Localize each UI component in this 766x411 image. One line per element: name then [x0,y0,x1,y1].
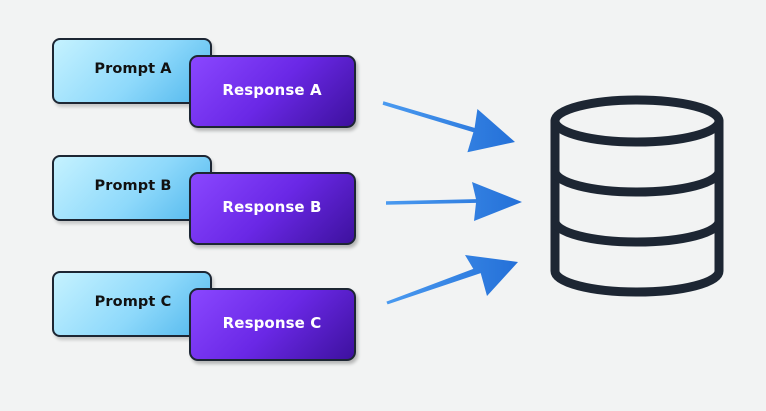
arrow-icon-a [382,101,515,153]
response-label-c: Response C [222,314,322,332]
pair-b: Prompt B Response B [52,155,356,245]
prompt-label-c: Prompt C [94,294,172,310]
prompt-label-b: Prompt B [94,178,172,194]
response-label-a: Response A [222,81,322,99]
database-icon [550,95,724,297]
arrow-icon-c [386,255,518,305]
response-box-a: Response A [189,55,356,128]
prompt-box-c: Prompt C [52,271,212,337]
prompt-box-a: Prompt A [52,38,212,104]
prompt-label-a: Prompt A [94,61,172,77]
prompt-box-b: Prompt B [52,155,212,221]
response-label-b: Response B [222,198,322,216]
pair-c: Prompt C Response C [52,271,356,361]
arrow-icon-b [386,182,522,221]
response-box-b: Response B [189,172,356,245]
pair-a: Prompt A Response A [52,38,356,128]
response-box-c: Response C [189,288,356,361]
